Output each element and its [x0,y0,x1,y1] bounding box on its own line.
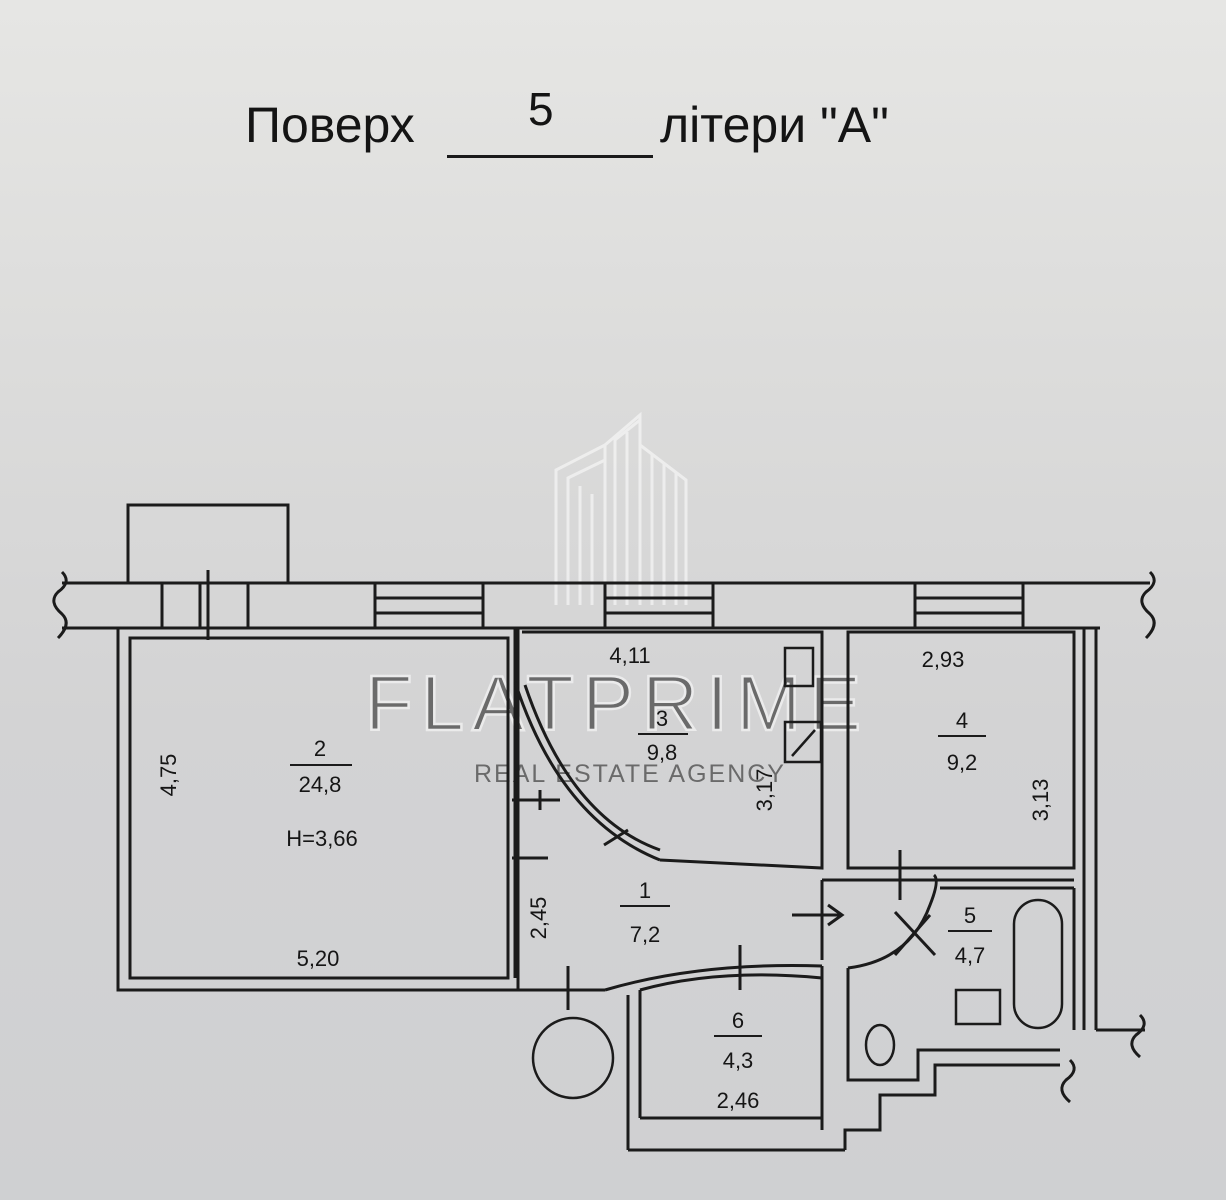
room-3-number: 3 [656,706,668,731]
room-3-area: 9,8 [647,740,678,765]
watermark-tagline: REAL ESTATE AGENCY [474,760,786,788]
toilet-icon [864,1023,896,1067]
room-6-area: 4,3 [723,1048,754,1073]
dim-room1-height: 2,45 [526,897,551,940]
building-logo-icon [554,411,688,605]
room-1-number: 1 [639,878,651,903]
room-6-number: 6 [732,1008,744,1033]
dim-room2-height: 4,75 [156,754,181,797]
room-2-number: 2 [314,736,326,761]
dim-room2-width: 5,20 [297,946,340,971]
watermark: FLATPRIME REAL ESTATE AGENCY [364,411,869,788]
room-1-area: 7,2 [630,922,661,947]
dim-room6-width: 2,46 [717,1088,760,1113]
room-2-area: 24,8 [299,772,342,797]
plan-heading: Поверх 5 літери "А" [0,0,1226,200]
dimension-labels: 4,75 5,20 4,11 3,17 2,93 3,13 2,45 2,46 [156,643,1053,1113]
room-labels: 2 24,8 H=3,66 3 9,8 4 9,2 1 7,2 5 4,7 6 … [286,706,992,1073]
floor-label: Поверх [245,97,415,153]
bathtub-icon [1012,898,1064,1030]
room-5-number: 5 [964,903,976,928]
column-icon [531,1016,615,1100]
room-4-area: 9,2 [947,750,978,775]
dim-room3-width: 4,11 [609,643,650,668]
room-4-number: 4 [956,708,968,733]
floor-underline [447,155,653,158]
letter-label: літери "А" [660,97,889,153]
stove-icon [783,720,823,764]
dim-room4-height: 3,13 [1028,779,1053,822]
fixtures [531,646,1064,1100]
dim-room3-height: 3,17 [752,769,777,812]
washbasin-icon [954,988,1002,1026]
room-2-height: H=3,66 [286,826,358,851]
dim-room4-width: 2,93 [922,647,965,672]
floor-number: 5 [528,83,554,135]
sink-icon [783,646,815,688]
room-5-area: 4,7 [955,943,986,968]
plan-walls [52,503,1156,1152]
watermark-brand: FLATPRIME [365,659,869,747]
